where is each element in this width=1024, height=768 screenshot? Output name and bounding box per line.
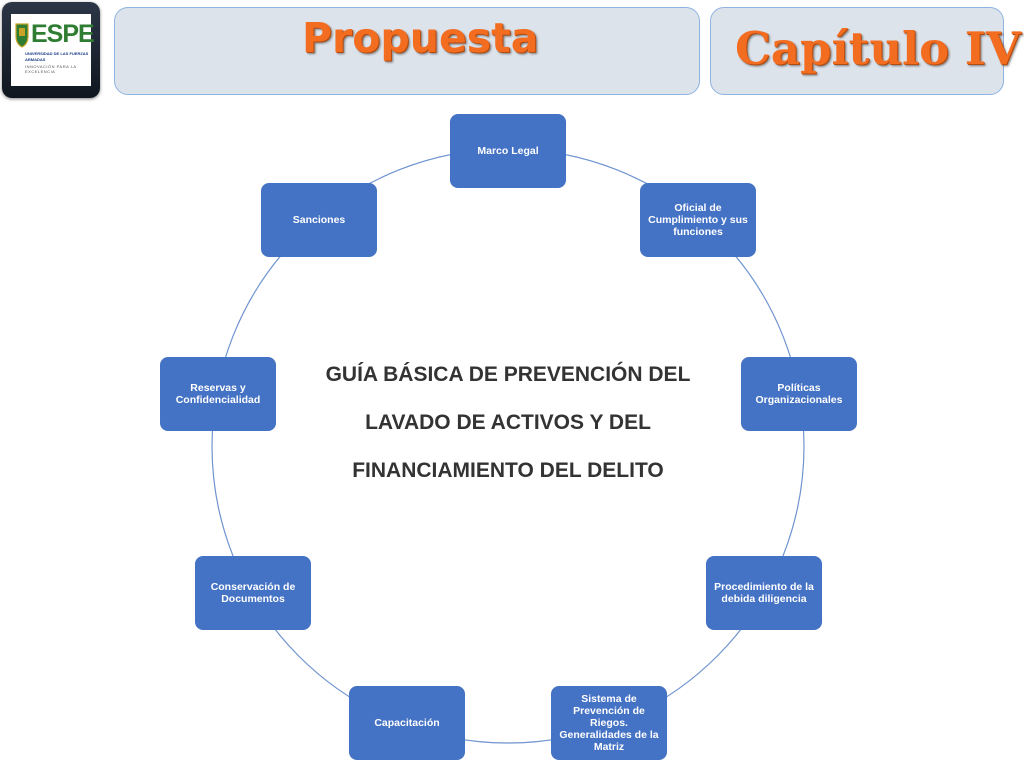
node-marco-legal: Marco Legal [450,114,566,188]
center-line-2: LAVADO DE ACTIVOS Y DEL [365,411,651,434]
logo-subtitle: UNIVERSIDAD DE LAS FUERZAS ARMADAS [25,51,89,62]
chapter-title: Capítulo IV [735,22,1021,75]
logo-badge: ESPE UNIVERSIDAD DE LAS FUERZAS ARMADAS … [2,2,100,98]
espe-logo: ESPE UNIVERSIDAD DE LAS FUERZAS ARMADAS … [11,14,95,86]
node-oficial-cumplimiento: Oficial de Cumplimiento y sus funciones [640,183,756,257]
node-capacitacion: Capacitación [349,686,465,760]
shield-icon [15,23,29,48]
center-line-3: FINANCIAMIENTO DEL DELITO [352,459,664,482]
node-conservacion: Conservación de Documentos [195,556,311,630]
logo-motto: INNOVACIÓN PARA LA EXCELENCIA [25,64,77,74]
logo-word: ESPE [31,20,95,48]
node-procedimiento: Procedimiento de la debida diligencia [706,556,822,630]
title-panel [114,7,700,95]
center-line-1: GUÍA BÁSICA DE PREVENCIÓN DEL [325,363,691,386]
page-title: Propuesta [302,14,539,62]
node-politicas: Políticas Organizacionales [741,357,857,431]
diagram-center-title: GUÍA BÁSICA DE PREVENCIÓN DEL LAVADO DE … [300,355,716,499]
node-sistema-prevencion: Sistema de Prevención de Riegos. General… [551,686,667,760]
node-sanciones: Sanciones [261,183,377,257]
chapter-panel [710,7,1004,95]
node-reservas: Reservas y Confidencialidad [160,357,276,431]
